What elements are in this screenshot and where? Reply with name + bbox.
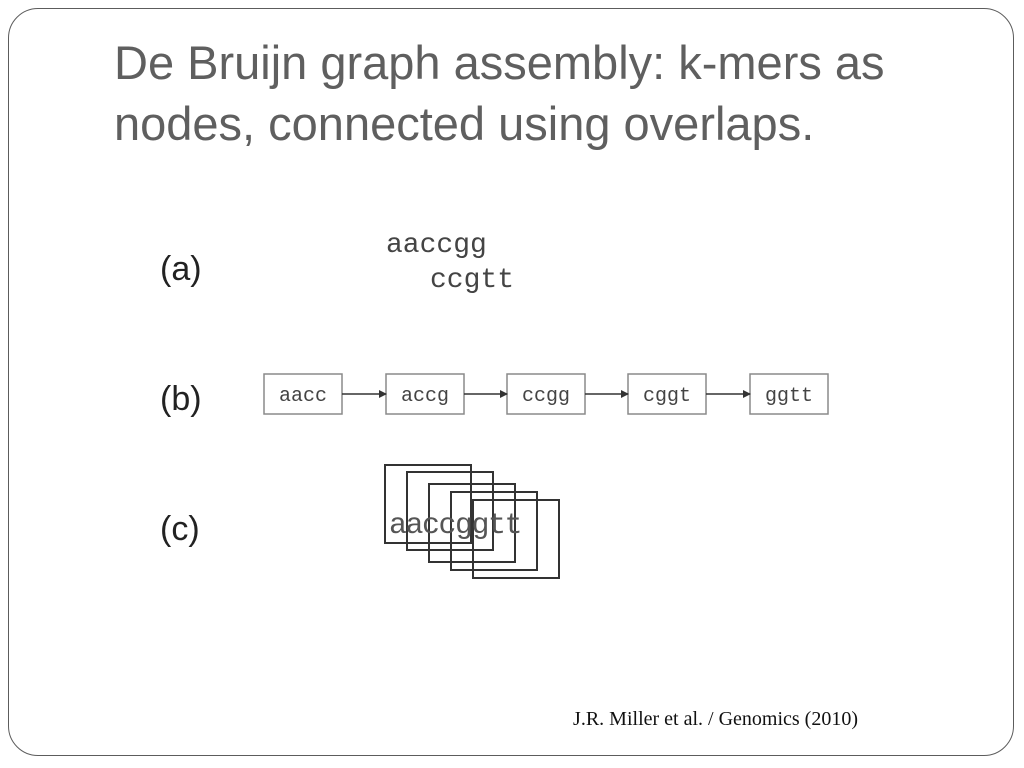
kmer-node-label: cggt bbox=[643, 385, 691, 408]
panel-label-b: (b) bbox=[160, 380, 202, 418]
kmer-node-label: ccgg bbox=[522, 385, 570, 408]
panel-label-a: (a) bbox=[160, 250, 202, 288]
read-1: aaccgg bbox=[386, 230, 487, 261]
kmer-frame bbox=[472, 499, 560, 579]
kmer-node: aacc bbox=[263, 373, 343, 415]
slide-title-line-2: nodes, connected using overlaps. bbox=[114, 97, 815, 150]
kmer-node-label: accg bbox=[401, 385, 449, 408]
citation: J.R. Miller et al. / Genomics (2010) bbox=[573, 708, 858, 730]
stacked-sequence: aaccggtt bbox=[389, 509, 521, 543]
panel-label-c: (c) bbox=[160, 510, 200, 548]
kmer-frame bbox=[450, 491, 538, 571]
slide-title: De Bruijn graph assembly: k-mers as node… bbox=[114, 32, 934, 154]
kmer-node-label: aacc bbox=[279, 385, 327, 408]
kmer-node: ccgg bbox=[506, 373, 586, 415]
stacked-kmer-frames bbox=[384, 464, 560, 579]
kmer-node: ggtt bbox=[749, 373, 829, 415]
kmer-node: accg bbox=[385, 373, 465, 415]
kmer-node: cggt bbox=[627, 373, 707, 415]
kmer-node-label: ggtt bbox=[765, 385, 813, 408]
slide-title-line-1: De Bruijn graph assembly: k-mers as bbox=[114, 36, 885, 89]
kmer-node-chain: aacc accg ccgg cggt ggtt bbox=[263, 373, 829, 415]
read-2: ccgtt bbox=[430, 265, 514, 296]
